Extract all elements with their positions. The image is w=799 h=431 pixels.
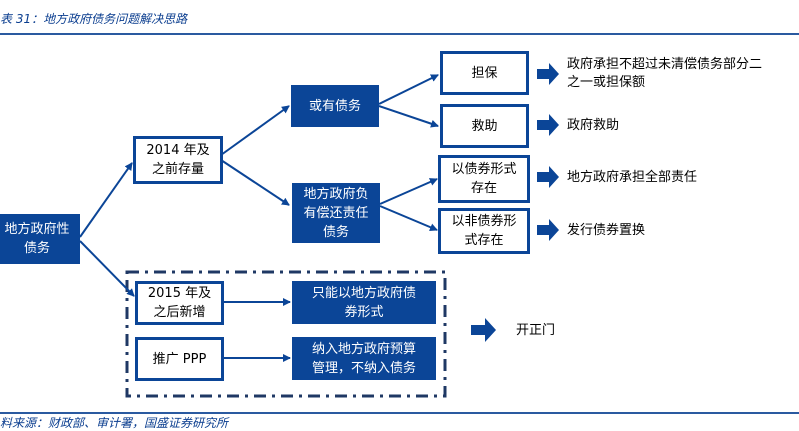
new-debt-group-frame <box>125 270 447 398</box>
node-nonbond-form: 以非债券形 式存在 <box>438 208 530 254</box>
node-pre2014: 2014 年及 之前存量 <box>133 136 223 184</box>
node-ppp: 推广 PPP <box>135 337 224 381</box>
figure-title: 表 31：地方政府债务问题解决思路 <box>0 12 188 26</box>
arrow-contingent-to-guarantee <box>378 74 439 105</box>
arrow-pre2014-to-contingent <box>220 105 290 156</box>
arrow-liability-to-bond <box>379 178 438 205</box>
arrow-root-to-post2015 <box>79 240 135 297</box>
arrow-root-to-pre2014 <box>79 162 133 238</box>
block-arrow-open-door <box>471 318 496 342</box>
arrow-liability-to-nonbond <box>379 205 438 231</box>
block-arrow-bond <box>537 166 559 188</box>
node-post2015: 2015 年及 之后新增 <box>135 281 224 325</box>
node-only-bonds: 只能以地方政府债 券形式 <box>292 281 436 324</box>
top-rule <box>0 33 799 35</box>
outcome-guarantee: 政府承担不超过未清偿债务部分二 之一或担保额 <box>567 57 763 90</box>
node-bond-form: 以债券形式 存在 <box>438 155 530 203</box>
block-arrow-nonbond <box>537 219 559 241</box>
outcome-rescue: 政府救助 <box>567 118 620 133</box>
block-arrow-rescue <box>537 114 559 136</box>
arrow-contingent-to-rescue <box>378 105 439 128</box>
node-repay-liability: 地方政府负 有偿还责任 债务 <box>292 183 380 243</box>
source-note: 料来源：财政部、审计署，国盛证券研究所 <box>0 416 229 430</box>
block-arrow-guarantee <box>537 63 559 85</box>
node-budget: 纳入地方政府预算 管理，不纳入债务 <box>292 337 436 380</box>
bottom-rule <box>0 412 799 414</box>
outcome-bond-form: 地方政府承担全部责任 <box>567 170 698 185</box>
node-contingent: 或有债务 <box>291 85 379 127</box>
outcome-open-door: 开正门 <box>516 323 556 338</box>
outcome-nonbond-form: 发行债券置换 <box>567 223 646 238</box>
node-guarantee: 担保 <box>440 51 529 95</box>
node-root: 地方政府性 债务 <box>0 214 80 264</box>
arrow-pre2014-to-liability <box>220 159 290 206</box>
node-rescue: 救助 <box>440 104 529 148</box>
